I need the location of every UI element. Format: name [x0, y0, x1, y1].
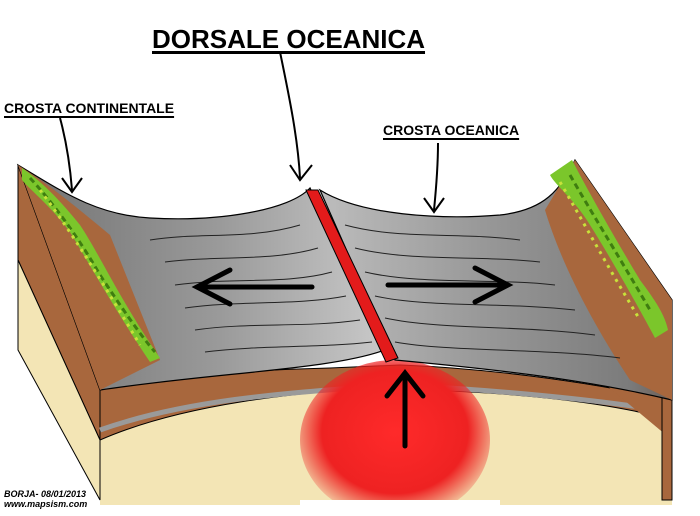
- right-plate-strata: [344, 224, 621, 359]
- left-block-side-mantle: [17, 259, 101, 501]
- left-motion-arrow: [191, 267, 315, 307]
- credit-website: www.mapsism.com: [4, 499, 88, 509]
- upwelling-arrow: [384, 368, 426, 449]
- label-pointers: [59, 51, 445, 214]
- credit-text: BORJA- 08/01/2013 www.mapsism.com: [4, 489, 87, 509]
- magma-plume: [300, 360, 490, 516]
- left-vegetation: [22, 168, 160, 362]
- right-continental-top: [545, 160, 672, 400]
- credit-author-date: BORJA- 08/01/2013: [4, 489, 87, 499]
- oceanic-crust-label: CROSTA OCEANICA: [383, 122, 520, 138]
- left-continental-top: [18, 165, 160, 390]
- right-motion-arrow: [385, 265, 514, 305]
- left-plate-strata: [149, 224, 373, 353]
- right-vegetation: [550, 160, 668, 338]
- continental-crust-label: CROSTA CONTINENTALE: [4, 100, 175, 116]
- diagram-title: DORSALE OCEANICA: [152, 24, 426, 54]
- ridge-rift: [305, 189, 399, 363]
